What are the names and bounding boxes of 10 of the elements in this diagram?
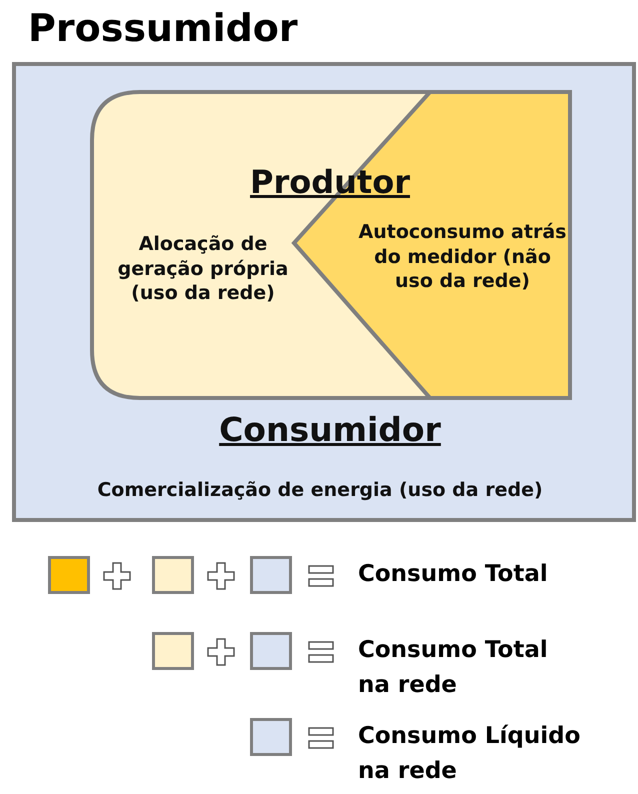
equation-result: Consumo Total: [358, 560, 549, 589]
description-text: Autoconsumo atrás do medidor (não uso da rede): [358, 220, 568, 294]
outer-box: [12, 62, 636, 522]
section-heading: Consumidor: [218, 410, 442, 450]
equation-result: Consumo Total na rede: [358, 636, 549, 700]
description-text: Comercialização de energia (uso da rede): [96, 478, 544, 503]
description-text: Alocação de geração própria (uso da rede): [116, 232, 290, 306]
equation-result: Consumo Líquido na rede: [358, 722, 582, 786]
section-heading: Produtor: [249, 163, 411, 202]
diagram-title: Prossumidor: [28, 6, 298, 50]
